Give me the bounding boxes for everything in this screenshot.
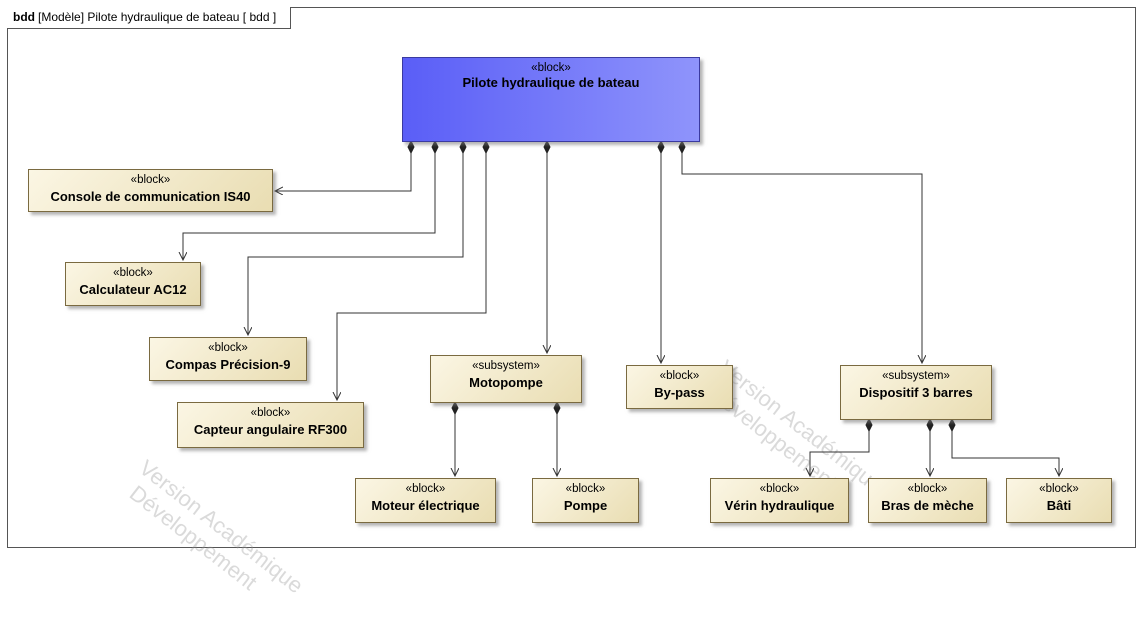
block-name: Bras de mèche — [881, 498, 974, 513]
block-stereotype: «subsystem» — [472, 360, 540, 372]
block-name: Moteur électrique — [371, 498, 480, 513]
composition-diamond — [407, 139, 415, 155]
composition-main-capteur[interactable] — [337, 150, 487, 400]
frame-title-tab: bdd[Modèle] Pilote hydraulique de bateau… — [7, 7, 292, 29]
block-pilote-hydraulique[interactable]: «block» Pilote hydraulique de bateau — [402, 57, 700, 142]
block-name: Motopompe — [469, 375, 543, 390]
block-stereotype: «block» — [250, 407, 291, 419]
block-stereotype: «block» — [405, 483, 446, 495]
block-compas[interactable]: «block» Compas Précision-9 — [149, 337, 307, 381]
block-stereotype: «block» — [1039, 483, 1079, 495]
composition-diamond — [451, 400, 459, 416]
composition-dispositif-bati[interactable] — [951, 428, 1059, 476]
block-stereotype: «block» — [130, 174, 171, 186]
block-name: By-pass — [654, 385, 705, 400]
composition-main-compas[interactable] — [248, 150, 464, 335]
block-stereotype: «subsystem» — [882, 370, 950, 382]
block-stereotype: «block» — [659, 370, 700, 382]
composition-diamond — [678, 139, 686, 155]
composition-diamond — [543, 139, 551, 155]
block-bras[interactable]: «block» Bras de mèche — [868, 478, 987, 523]
block-console[interactable]: «block» Console de communication IS40 — [28, 169, 273, 212]
block-stereotype: «block» — [565, 483, 606, 495]
composition-diamond — [459, 139, 467, 155]
composition-dispositif-verin[interactable] — [810, 428, 870, 476]
composition-main-calculateur[interactable] — [183, 150, 436, 260]
composition-diamond — [948, 417, 956, 433]
block-stereotype: «block» — [113, 267, 153, 279]
block-name: Bâti — [1046, 498, 1072, 513]
block-bypass[interactable]: «block» By-pass — [626, 365, 733, 409]
diagram-kind: bdd — [13, 10, 35, 24]
connectors — [0, 139, 1145, 556]
block-stereotype: «block» — [907, 483, 948, 495]
block-name: Capteur angulaire RF300 — [193, 422, 348, 437]
block-pompe[interactable]: «block» Pompe — [532, 478, 639, 523]
composition-diamond — [482, 139, 490, 155]
block-stereotype: «block» — [759, 483, 800, 495]
composition-main-dispositif[interactable] — [681, 150, 922, 363]
block-name: Vérin hydraulique — [724, 498, 835, 513]
block-name: Pompe — [563, 498, 608, 513]
composition-diamond — [657, 139, 665, 155]
block-name: Calculateur AC12 — [79, 282, 187, 297]
block-name: Compas Précision-9 — [165, 357, 291, 372]
block-calculateur[interactable]: «block» Calculateur AC12 — [65, 262, 201, 306]
block-moteur[interactable]: «block» Moteur électrique — [355, 478, 496, 523]
block-dispositif[interactable]: «subsystem» Dispositif 3 barres — [840, 365, 992, 420]
block-bati[interactable]: «block» Bâti — [1006, 478, 1112, 523]
composition-main-console[interactable] — [275, 150, 412, 191]
block-stereotype: «block» — [208, 342, 248, 354]
block-name: Console de communication IS40 — [50, 189, 251, 204]
block-capteur[interactable]: «block» Capteur angulaire RF300 — [177, 402, 364, 448]
composition-diamond — [553, 400, 561, 416]
composition-diamond — [431, 139, 439, 155]
composition-diamond — [926, 417, 934, 433]
diagram-title: [Modèle] Pilote hydraulique de bateau [ … — [38, 10, 277, 24]
composition-diamond — [865, 417, 873, 433]
block-verin[interactable]: «block» Vérin hydraulique — [710, 478, 849, 523]
block-name: Pilote hydraulique de bateau — [462, 75, 640, 90]
block-name: Dispositif 3 barres — [859, 385, 973, 400]
block-stereotype: «block» — [531, 62, 571, 74]
block-motopompe[interactable]: «subsystem» Motopompe — [430, 355, 582, 403]
